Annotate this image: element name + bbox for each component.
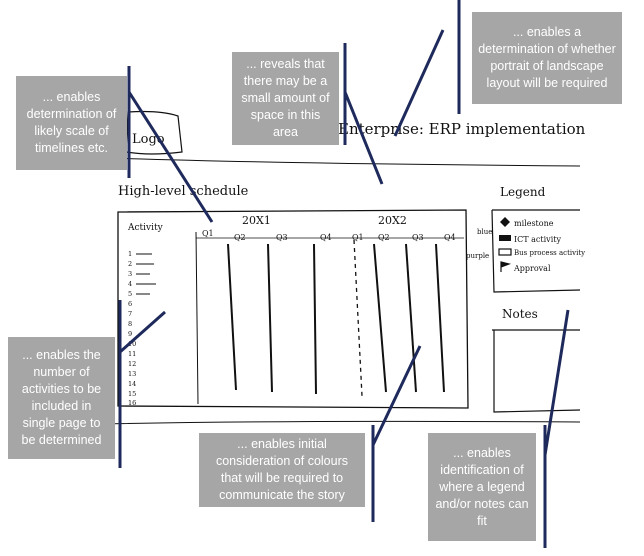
footer-divider (99, 420, 581, 425)
leader-line (371, 345, 422, 446)
quarter-label: Q2 (234, 233, 246, 242)
row-number: 3 (128, 270, 132, 278)
gridline (313, 243, 317, 395)
row-number: 10 (128, 340, 136, 348)
legend-item: Bus process activity (514, 249, 585, 257)
activity-col-divider (195, 231, 199, 405)
quarter-label: Q2 (378, 233, 390, 242)
row-number: 1 (128, 250, 132, 258)
bus-process-icon (498, 248, 512, 256)
row-number: 4 (128, 280, 132, 288)
legend-color-word: purple (466, 252, 489, 260)
row-number: 11 (128, 350, 136, 358)
approval-flag-icon (500, 261, 512, 272)
header-divider (107, 157, 581, 167)
quarter-label: Q1 (352, 233, 364, 242)
leader-lines (118, 0, 570, 548)
callout-text: ... reveals that there may be a small am… (241, 57, 330, 139)
callout-timescale: ... enables determination of likely scal… (16, 76, 127, 170)
row-number: 9 (128, 330, 132, 338)
leader-line (343, 91, 384, 185)
callout-text: ... enables the number of activities to … (21, 348, 102, 447)
leader-line (127, 91, 214, 223)
notes-title: Notes (502, 307, 538, 321)
callout-text: ... enables identification of where a le… (435, 445, 529, 528)
row-number: 7 (128, 310, 132, 318)
row-number: 14 (128, 380, 136, 388)
row-dashes (136, 253, 156, 295)
row-number: 2 (128, 260, 132, 268)
quarter-label: Q3 (412, 233, 424, 242)
ict-activity-icon (499, 235, 511, 241)
activity-header: Activity (127, 223, 164, 233)
legend-item: ICT activity (514, 235, 561, 244)
legend-item: milestone (514, 219, 554, 228)
logo-box (125, 110, 183, 155)
callout-layout: ... enables a determination of whether p… (472, 12, 622, 104)
notes-box (492, 329, 581, 413)
gridline (405, 243, 417, 393)
callout-legend: ... enables identification of where a le… (428, 433, 536, 541)
row-number: 5 (128, 290, 132, 298)
legend-color-word: blue (477, 228, 492, 236)
quarter-label: Q4 (320, 233, 332, 242)
row-number: 12 (128, 360, 136, 368)
gridline (267, 243, 273, 393)
row-number: 13 (128, 370, 136, 378)
year-1: 20X1 (242, 214, 271, 227)
row-number: 16 (128, 399, 136, 407)
year-2: 20X2 (378, 214, 407, 227)
row-number: 6 (128, 300, 132, 308)
sketch-title: Enterprise: ERP implementation (338, 120, 586, 138)
callout-text: ... enables a determination of whether p… (478, 25, 616, 90)
quarter-label: Q3 (276, 233, 288, 242)
leader-line (119, 310, 166, 354)
callout-text: ... enables initial consideration of col… (215, 437, 349, 502)
callout-space: ... reveals that there may be a small am… (232, 52, 339, 145)
row-number: 8 (128, 320, 132, 328)
leader-line (393, 29, 445, 137)
schedule-frame (117, 209, 469, 409)
quarter-gridlines (227, 239, 445, 397)
row-numbers: 1 2 3 4 5 6 7 8 9 10 11 12 13 14 15 16 (128, 250, 136, 407)
sketch-subtitle: High-level schedule (118, 184, 249, 199)
gridline (227, 243, 237, 391)
legend-box (491, 209, 581, 293)
gridline (435, 243, 445, 393)
gridline (373, 243, 387, 393)
quarter-label: Q4 (444, 233, 456, 242)
callout-text: ... enables determination of likely scal… (26, 90, 117, 155)
quarter-label: Q1 (202, 229, 214, 238)
callout-colours: ... enables initial consideration of col… (199, 433, 365, 507)
callout-activities: ... enables the number of activities to … (8, 337, 115, 459)
milestone-icon (500, 217, 510, 227)
legend-title: Legend (500, 185, 546, 199)
quarter-labels: Q1 Q2 Q3 Q4 Q1 Q2 Q3 Q4 (202, 229, 456, 242)
leader-line (543, 309, 570, 456)
year-divider (353, 239, 363, 397)
row-number: 15 (128, 390, 136, 398)
legend-item: Approval (513, 264, 551, 273)
